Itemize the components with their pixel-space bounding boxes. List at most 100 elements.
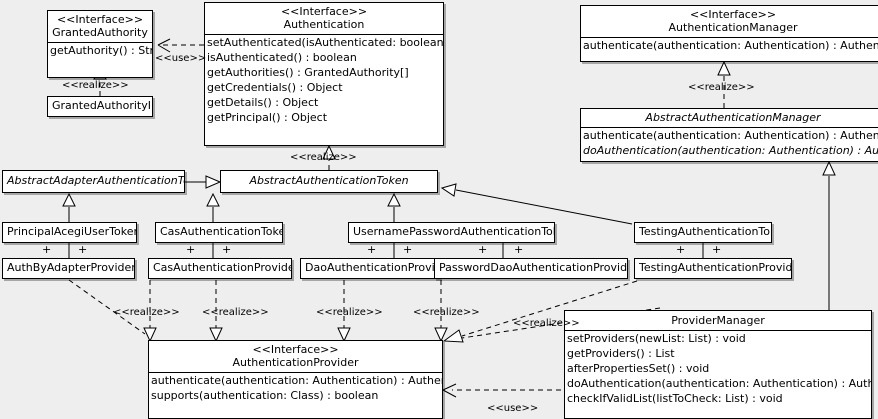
class-cas-authentication-token[interactable]: CasAuthenticationToken: [155, 222, 283, 243]
class-authentication-manager[interactable]: <<Interface>> AuthenticationManager auth…: [580, 5, 878, 62]
class-authentication-provider[interactable]: <<Interface>> AuthenticationProvider aut…: [148, 340, 443, 419]
stereotype-label: <<Interface>>: [56, 13, 144, 26]
class-header: AbstractAuthenticationManager: [581, 109, 878, 127]
class-dao-authentication-provider[interactable]: DaoAuthenticationProvider: [300, 258, 440, 279]
multiplicity-marker: +: [514, 243, 524, 256]
class-header: AuthByAdapterProvider: [3, 259, 134, 277]
class-header: TestingAuthenticationProvider: [635, 259, 791, 277]
class-name: AuthenticationManager: [668, 21, 798, 34]
class-name: AuthenticationProvider: [232, 356, 359, 369]
class-provider-manager[interactable]: ProviderManager setProviders(newList: Li…: [564, 310, 872, 419]
class-abstract-authentication-manager[interactable]: AbstractAuthenticationManager authentica…: [580, 108, 878, 162]
relationship-label-realize-password-dao-provider: <<realize>>: [413, 307, 480, 318]
class-abstract-adapter-authentication-token[interactable]: AbstractAdapterAuthenticationToken: [2, 170, 185, 193]
multiplicity-marker: +: [478, 243, 488, 256]
relationship-label-use-authentication-granted: <<use>>: [155, 53, 207, 64]
relationship-label-use-provider-manager: <<use>>: [487, 403, 539, 414]
operation-row: getProviders() : List: [567, 347, 675, 360]
class-name: AbstractAuthenticationToken: [249, 174, 409, 187]
class-header: DaoAuthenticationProvider: [301, 259, 439, 277]
class-name: ProviderManager: [671, 314, 765, 327]
multiplicity-marker: +: [78, 243, 88, 256]
operation-row: checkIfValidList(listToCheck: List) : vo…: [567, 392, 783, 405]
class-header: ProviderManager: [565, 311, 871, 330]
class-header: AbstractAdapterAuthenticationToken: [3, 171, 184, 190]
compartment-divider: [565, 330, 871, 331]
operations-compartment: getAuthority() : String: [48, 43, 152, 58]
class-abstract-authentication-token[interactable]: AbstractAuthenticationToken: [220, 170, 438, 193]
class-header: CasAuthenticationProvider: [149, 259, 291, 277]
class-header: CasAuthenticationToken: [156, 223, 282, 241]
class-header: GrantedAuthorityImpl: [48, 97, 152, 115]
class-name: CasAuthenticationToken: [160, 225, 283, 238]
multiplicity-marker: +: [676, 243, 686, 256]
relationship-label-realize-cas-provider: <<realize>>: [202, 307, 269, 318]
operations-compartment: authenticate(authentication: Authenticat…: [581, 38, 878, 53]
class-header: <<Interface>> AuthenticationManager: [581, 6, 878, 37]
relationship-label-realize-auth-by-adapter: <<realize>>: [113, 307, 180, 318]
operation-row: getAuthorities() : GrantedAuthority[]: [207, 66, 409, 79]
operations-compartment: authenticate(authentication: Authenticat…: [581, 128, 878, 158]
class-header: AbstractAuthenticationToken: [221, 171, 437, 190]
relationship-label-realize-granted-impl: <<realize>>: [62, 80, 129, 91]
class-header: UsernamePasswordAuthenticationToken: [349, 223, 554, 241]
operation-row: afterPropertiesSet() : void: [567, 362, 710, 375]
class-name: TestingAuthenticationToken: [639, 225, 771, 238]
class-username-password-authentication-token[interactable]: UsernamePasswordAuthenticationToken: [348, 222, 555, 243]
compartment-divider: [581, 37, 878, 38]
class-header: <<Interface>> AuthenticationProvider: [149, 341, 442, 372]
class-header: PrincipalAcegiUserToken: [3, 223, 136, 241]
class-cas-authentication-provider[interactable]: CasAuthenticationProvider: [148, 258, 292, 279]
class-name: UsernamePasswordAuthenticationToken: [353, 225, 555, 238]
operation-row: getDetails() : Object: [207, 96, 319, 109]
class-principal-acegi-user-token[interactable]: PrincipalAcegiUserToken: [2, 222, 137, 243]
class-name: TestingAuthenticationProvider: [639, 261, 792, 274]
class-header: <<Interface>> GrantedAuthority: [48, 11, 152, 42]
operation-row: getCredentials() : Object: [207, 81, 343, 94]
class-granted-authority[interactable]: <<Interface>> GrantedAuthority getAuthor…: [47, 10, 153, 78]
relationship-label-realize-authentication-manager: <<realize>>: [688, 82, 755, 93]
class-name: Authentication: [283, 18, 365, 31]
compartment-divider: [149, 372, 442, 373]
relationship-label-realize-authentication-token: <<realize>>: [290, 152, 357, 163]
stereotype-label: <<Interface>>: [252, 343, 339, 356]
class-name: GrantedAuthority: [52, 26, 148, 39]
class-name: PrincipalAcegiUserToken: [7, 225, 137, 238]
operations-compartment: setProviders(newList: List) : void getPr…: [565, 331, 871, 406]
class-name: AbstractAdapterAuthenticationToken: [7, 174, 184, 187]
class-name: PasswordDaoAuthenticationProvider: [439, 261, 628, 274]
class-header: PasswordDaoAuthenticationProvider: [435, 259, 627, 277]
operation-row: authenticate(authentication: Authenticat…: [583, 39, 878, 52]
multiplicity-marker: +: [186, 243, 196, 256]
operation-row: authenticate(authentication: Authenticat…: [583, 129, 878, 142]
operation-row: supports(authentication: Class) : boolea…: [151, 389, 379, 402]
operation-row: doAuthentication(authentication: Authent…: [567, 377, 871, 390]
class-header: <<Interface>> Authentication: [205, 3, 443, 34]
class-granted-authority-impl[interactable]: GrantedAuthorityImpl: [47, 96, 153, 117]
multiplicity-marker: +: [367, 243, 377, 256]
multiplicity-marker: +: [712, 243, 722, 256]
class-testing-authentication-token[interactable]: TestingAuthenticationToken: [634, 222, 772, 243]
operation-row: doAuthentication(authentication: Authent…: [583, 144, 878, 157]
class-name: AuthByAdapterProvider: [7, 261, 135, 274]
operations-compartment: authenticate(authentication: Authenticat…: [149, 373, 442, 403]
operation-row: getPrincipal() : Object: [207, 111, 328, 124]
operation-row: setProviders(newList: List) : void: [567, 332, 746, 345]
class-authentication[interactable]: <<Interface>> Authentication setAuthenti…: [204, 2, 444, 146]
compartment-divider: [48, 42, 152, 43]
multiplicity-marker: +: [42, 243, 52, 256]
compartment-divider: [205, 34, 443, 35]
stereotype-label: <<Interface>>: [280, 5, 368, 18]
class-name: CasAuthenticationProvider: [153, 261, 292, 274]
class-name: AbstractAuthenticationManager: [645, 111, 821, 124]
operations-compartment: setAuthenticated(isAuthenticated: boolea…: [205, 35, 443, 125]
class-password-dao-authentication-provider[interactable]: PasswordDaoAuthenticationProvider: [434, 258, 628, 279]
multiplicity-marker: +: [403, 243, 413, 256]
class-auth-by-adapter-provider[interactable]: AuthByAdapterProvider: [2, 258, 135, 279]
class-name: GrantedAuthorityImpl: [52, 99, 152, 112]
class-header: TestingAuthenticationToken: [635, 223, 771, 241]
operation-row: getAuthority() : String: [50, 44, 152, 57]
class-testing-authentication-provider[interactable]: TestingAuthenticationProvider: [634, 258, 792, 279]
stereotype-label: <<Interface>>: [689, 8, 777, 21]
